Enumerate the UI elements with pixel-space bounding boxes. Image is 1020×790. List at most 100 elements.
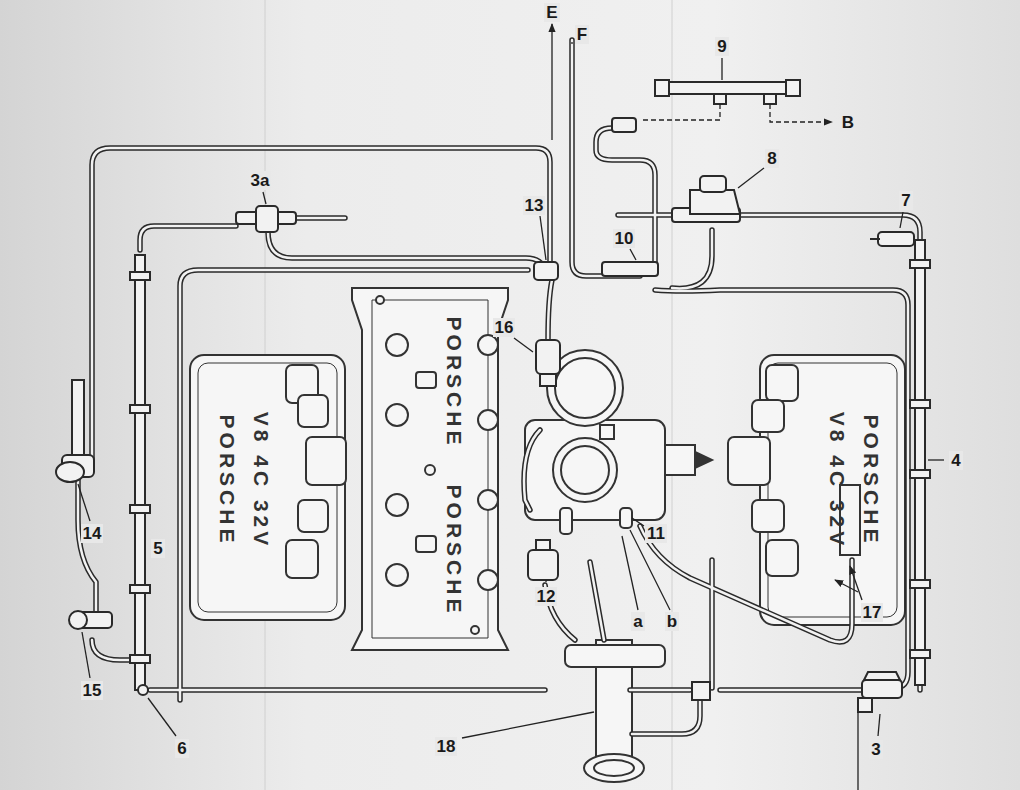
- right-cam-cover: [752, 500, 784, 532]
- left-cam-cover: [190, 355, 345, 620]
- engine-lettering: PORSCHE: [861, 414, 882, 546]
- throttle-body: [561, 446, 609, 494]
- components: [858, 698, 872, 712]
- callout-number: 13: [523, 196, 546, 215]
- right-cam-cover: [760, 355, 905, 625]
- components: [536, 540, 550, 550]
- intake-tube: [584, 754, 644, 782]
- hose-lines: [78, 40, 920, 734]
- engine-lettering: V8 4C 32V: [827, 411, 848, 549]
- fuel-rails: [130, 272, 150, 280]
- callout-number: 14: [81, 524, 104, 543]
- left-cam-cover: [306, 437, 346, 485]
- components: [862, 680, 902, 698]
- throttle-body: [665, 445, 695, 475]
- throttle-body: [600, 425, 614, 439]
- callout-number: 17: [861, 603, 884, 622]
- intake-manifold: [372, 300, 488, 638]
- fuel-rails: [786, 80, 800, 96]
- leader-lines: [622, 536, 638, 610]
- leader-lines: [719, 104, 720, 120]
- callout-number: 3a: [249, 171, 272, 190]
- fuel-rails: [130, 405, 150, 413]
- leader-lines: [857, 712, 858, 790]
- hose-lines: [78, 40, 920, 734]
- components: [56, 118, 914, 712]
- callout-number: 15: [81, 681, 104, 700]
- callout-number: 3: [869, 740, 882, 759]
- intake-manifold: [386, 404, 408, 426]
- leader-lines: [148, 698, 176, 736]
- callout-number: a: [631, 612, 644, 631]
- callout-number: 11: [645, 524, 667, 543]
- intake-manifold: [416, 536, 436, 552]
- fuel-rails: [665, 82, 790, 94]
- engine-lettering: PORSCHE: [217, 414, 238, 546]
- components: [870, 238, 880, 240]
- leader-lines: [770, 104, 832, 122]
- components: [138, 685, 148, 695]
- callout-number: 6: [175, 739, 188, 758]
- leader-lines: [632, 518, 644, 526]
- right-cam-cover: [728, 437, 770, 485]
- fuel-rails: [910, 260, 930, 268]
- callout-number: 10: [613, 229, 636, 248]
- leader-lines: [640, 119, 720, 120]
- intake-manifold: [478, 490, 498, 510]
- components: [700, 176, 726, 192]
- leader-lines: [551, 24, 552, 140]
- fuel-rails: [130, 80, 930, 690]
- leader-lines: [878, 714, 880, 736]
- fuel-rails: [130, 505, 150, 513]
- fuel-rails: [130, 655, 150, 663]
- components: [528, 550, 558, 580]
- callout-number: E: [544, 3, 559, 22]
- hose-lines: [78, 40, 920, 734]
- callout-number: 7: [899, 191, 912, 210]
- fuel-rails: [910, 650, 930, 658]
- engine-lettering: PORSCHE: [444, 316, 465, 448]
- throttle-body: [555, 358, 615, 418]
- throttle-body: [695, 452, 712, 468]
- leader-lines: [78, 24, 944, 790]
- paper-fold: [672, 0, 673, 790]
- intake-manifold: [471, 626, 479, 634]
- throttle-body: [525, 420, 665, 520]
- leader-lines: [263, 192, 266, 204]
- fuel-rails: [130, 585, 150, 593]
- leader-lines: [78, 484, 90, 521]
- fuel-rails: [135, 255, 145, 690]
- components: [69, 611, 87, 629]
- components: [536, 340, 560, 374]
- intake-tube: [565, 645, 665, 667]
- callout-number: 5: [151, 539, 164, 558]
- right-cam-cover: [752, 400, 784, 432]
- intake-manifold: [352, 288, 508, 650]
- throttle-body: [560, 508, 572, 534]
- throttle-body: [553, 438, 617, 502]
- fuel-rails: [910, 470, 930, 478]
- leader-lines: [514, 338, 533, 352]
- left-cam-cover: [298, 500, 328, 532]
- left-cam-cover: [190, 355, 346, 620]
- leader-lines: [738, 168, 764, 188]
- components: [864, 672, 900, 680]
- intake-manifold: [386, 494, 408, 516]
- left-cam-cover: [298, 395, 328, 427]
- callout-number: 12: [535, 587, 558, 606]
- engine-lettering: V8 4C 32V: [251, 411, 272, 549]
- intake-manifold: [352, 288, 508, 650]
- fuel-rails: [910, 400, 930, 408]
- intake-manifold: [386, 334, 408, 356]
- intake-manifold: [478, 410, 498, 430]
- left-cam-cover: [286, 540, 318, 578]
- intake-manifold: [416, 372, 436, 388]
- fuel-rails: [655, 80, 669, 96]
- engine-lettering: PORSCHE: [444, 484, 465, 616]
- callout-number: 16: [493, 318, 516, 337]
- components: [692, 682, 710, 700]
- right-cam-cover: [766, 540, 798, 576]
- leader-lines: [928, 459, 944, 460]
